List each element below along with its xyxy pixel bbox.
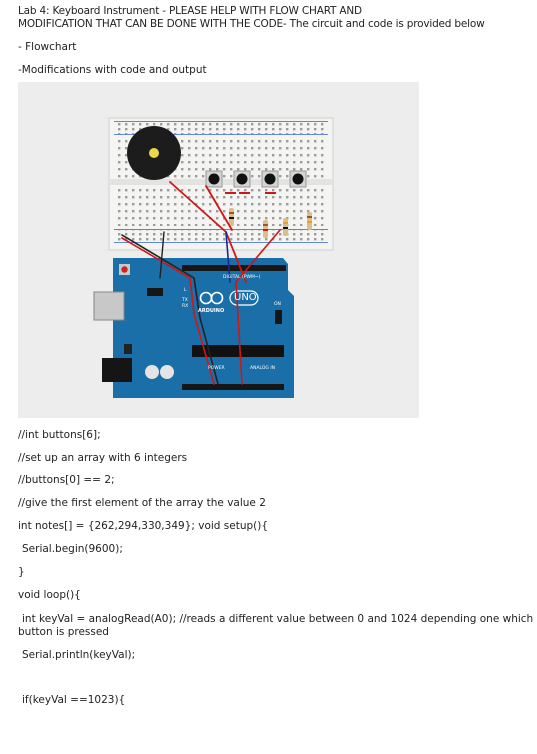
code-line: int notes[] = {262,294,330,349}; void se… [18, 520, 269, 532]
question-title-line2: MODIFICATION THAT CAN BE DONE WITH THE C… [18, 18, 485, 30]
push-buttons [205, 170, 307, 188]
on-led-label: ON [274, 302, 281, 307]
piezo-buzzer [127, 126, 181, 180]
board-name: ARDUINO [198, 308, 225, 314]
resistors [229, 208, 312, 238]
board-logo: UNO [234, 292, 257, 303]
code-line: void loop(){ [18, 589, 81, 601]
rx-label: RX [182, 304, 189, 309]
code-line: Serial.println(keyVal); [22, 649, 136, 661]
question-title-line1: Lab 4: Keyboard Instrument - PLEASE HELP… [18, 5, 362, 17]
circuit-figure: UNO ARDUINO DIGITAL (PWM~) ANALOG IN POW… [18, 82, 419, 418]
code-line: //set up an array with 6 integers [18, 452, 188, 464]
analog-label: ANALOG IN [250, 366, 276, 371]
power-label: POWER [208, 366, 225, 371]
code-line: button is pressed [18, 626, 109, 638]
code-line: if(keyVal ==1023){ [22, 694, 126, 706]
code-line: } [18, 566, 25, 578]
code-line: //give the first element of the array th… [18, 497, 266, 509]
requirement-modifications: -Modifications with code and output [18, 64, 207, 76]
digital-label: DIGITAL (PWM~) [223, 275, 261, 280]
code-line: //buttons[0] == 2; [18, 474, 115, 486]
l-led-label: L [184, 288, 187, 293]
code-line: Serial.begin(9600); [22, 543, 123, 555]
code-line: //int buttons[6]; [18, 429, 101, 441]
requirement-flowchart: - Flowchart [18, 41, 77, 53]
tx-label: TX [182, 298, 188, 303]
circuit-diagram [93, 117, 334, 398]
code-line: int keyVal = analogRead(A0); //reads a d… [22, 613, 534, 625]
